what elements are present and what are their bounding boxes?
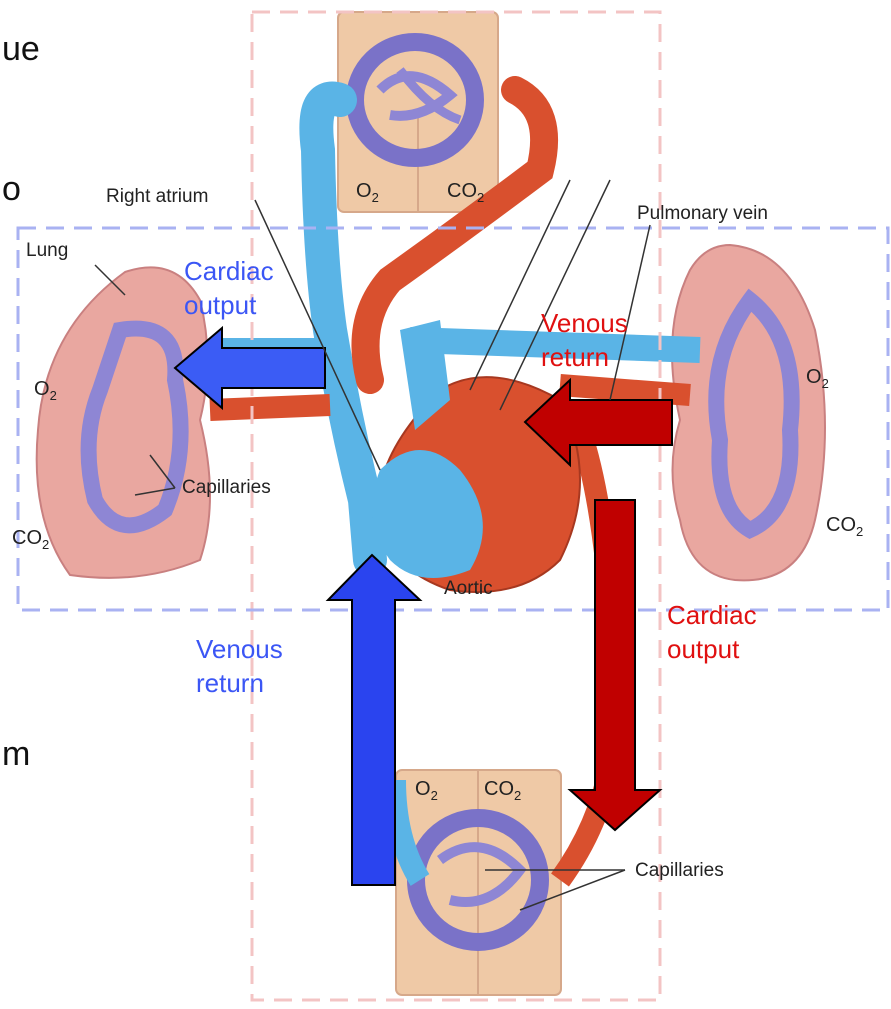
venous-return-bottom-annotation: Venous return (196, 632, 283, 700)
co2-label: CO2 (447, 180, 484, 205)
capillaries-body-label: Capillaries (635, 860, 724, 882)
cardiac-output-down-arrow (570, 500, 660, 830)
right-lung (672, 245, 825, 580)
o2-label: O2 (806, 366, 829, 391)
co2-label: CO2 (826, 514, 863, 539)
capillaries-lung-label: Capillaries (182, 477, 271, 499)
lower-body-tissue (396, 770, 561, 995)
co2-label: CO2 (12, 527, 49, 552)
cardiac-output-left-annotation: Cardiac output (184, 254, 274, 322)
o2-label: O2 (356, 180, 379, 205)
slide-text-fragment: o (2, 170, 21, 209)
lung-label: Lung (26, 240, 68, 262)
slide-text-fragment: m (2, 735, 30, 774)
cardiac-output-bottom-annotation: Cardiac output (667, 598, 757, 666)
venous-return-right-annotation: Venous return (541, 306, 628, 374)
pulmonary-vein-label: Pulmonary vein (637, 203, 768, 225)
right-atrium-label: Right atrium (106, 186, 208, 208)
o2-label: O2 (415, 778, 438, 803)
slide-text-fragment: ue (2, 30, 40, 69)
o2-label: O2 (34, 378, 57, 403)
aortic-label: Aortic (444, 578, 493, 600)
co2-label: CO2 (484, 778, 521, 803)
